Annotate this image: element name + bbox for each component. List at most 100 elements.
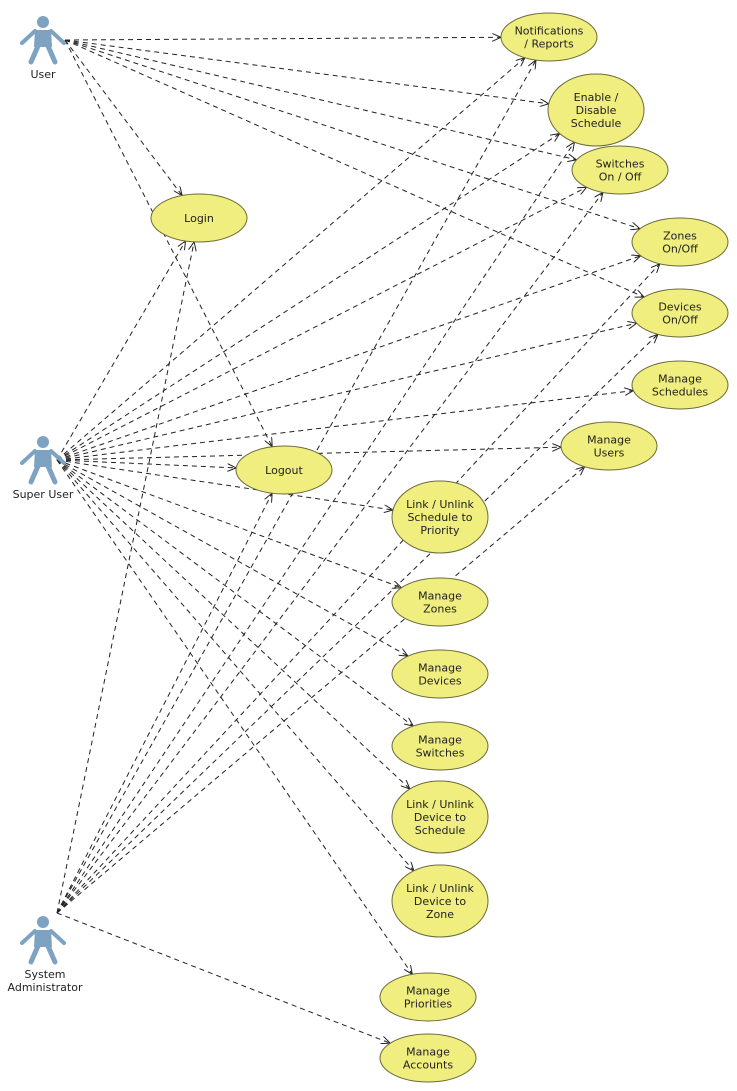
usecase-label: Manage bbox=[406, 1046, 450, 1059]
usecase-label: Manage bbox=[587, 434, 631, 447]
usecase-label: Manage bbox=[658, 373, 702, 386]
usecase-ellipse bbox=[391, 864, 489, 938]
usecase-ellipse bbox=[391, 721, 489, 771]
actor-figure-icon bbox=[20, 16, 66, 65]
association-super-notif bbox=[56, 58, 525, 461]
associations-layer bbox=[56, 37, 660, 1043]
usecase-ellipse bbox=[560, 421, 658, 471]
association-admin-zones_onoff bbox=[56, 264, 660, 914]
usecase-label: Schedule to bbox=[407, 511, 472, 524]
usecase-login[interactable]: Login bbox=[150, 193, 248, 243]
usecase-label: Priority bbox=[420, 524, 460, 537]
usecase-label: Notifications bbox=[515, 25, 584, 38]
association-super-enable bbox=[56, 134, 560, 461]
usecase-label: Enable / bbox=[574, 91, 619, 104]
usecase-ellipse bbox=[391, 577, 489, 627]
usecase-label: Disable bbox=[576, 104, 617, 117]
association-super-link_sched_prio bbox=[56, 459, 393, 510]
actor-super[interactable]: Super User bbox=[13, 436, 74, 501]
usecase-label: Schedule bbox=[415, 824, 466, 837]
usecase-label: Logout bbox=[265, 464, 303, 477]
actor-label: Super User bbox=[13, 488, 74, 501]
usecase-label: Link / Unlink bbox=[406, 498, 474, 511]
usecase-label: Devices bbox=[658, 301, 702, 314]
usecase-logout[interactable]: Logout bbox=[235, 445, 333, 495]
actor-user[interactable]: User bbox=[20, 16, 66, 81]
usecase-ellipse bbox=[391, 780, 489, 854]
usecase-ellipse bbox=[150, 193, 248, 243]
association-user-login bbox=[64, 39, 182, 196]
usecase-notif[interactable]: Notifications/ Reports bbox=[500, 12, 598, 62]
usecase-label: Schedule bbox=[571, 117, 622, 130]
usecase-label: Switches bbox=[416, 747, 465, 760]
association-admin-login bbox=[56, 242, 194, 914]
usecase-ellipse bbox=[547, 73, 645, 147]
association-super-manage_priorities bbox=[56, 459, 412, 974]
actor-label: System bbox=[24, 968, 65, 981]
actor-figure-icon bbox=[20, 436, 66, 485]
usecase-label: Link / Unlink bbox=[406, 798, 474, 811]
usecase-label: On / Off bbox=[599, 171, 642, 184]
usecase-label: Zones bbox=[663, 230, 697, 243]
usecase-label: Switches bbox=[596, 158, 645, 171]
association-user-notif bbox=[64, 37, 501, 40]
usecase-label: On/Off bbox=[662, 243, 698, 256]
association-super-login bbox=[56, 241, 186, 461]
usecase-label: Priorities bbox=[404, 998, 452, 1011]
usecase-label: Login bbox=[184, 212, 214, 225]
association-user-zones_onoff bbox=[64, 39, 640, 229]
usecase-label: Link / Unlink bbox=[406, 882, 474, 895]
usecase-ellipse bbox=[235, 445, 333, 495]
association-super-manage_zones bbox=[56, 459, 401, 588]
usecase-ellipse bbox=[631, 288, 729, 338]
usecase-ellipse bbox=[391, 480, 489, 554]
usecase-label: Manage bbox=[406, 985, 450, 998]
usecase-ellipse bbox=[631, 217, 729, 267]
association-admin-manage_users bbox=[56, 467, 585, 914]
usecase-label: Manage bbox=[418, 590, 462, 603]
usecase-label: On/Off bbox=[662, 314, 698, 327]
usecase-label: Zone bbox=[426, 908, 454, 921]
association-super-link_dev_zone bbox=[56, 459, 414, 871]
association-user-switches bbox=[64, 39, 577, 160]
association-user-logout bbox=[64, 39, 272, 447]
association-admin-logout bbox=[56, 493, 272, 914]
association-admin-manage_accounts bbox=[56, 912, 390, 1043]
usecase-label: Accounts bbox=[403, 1059, 453, 1072]
usecase-label: Manage bbox=[418, 734, 462, 747]
association-user-devices_onoff bbox=[64, 39, 644, 297]
usecase-ellipse bbox=[391, 649, 489, 699]
usecase-ellipse bbox=[379, 1033, 477, 1083]
usecase-label: Device to bbox=[414, 811, 466, 824]
actor-label: Administrator bbox=[8, 981, 83, 994]
usecase-label: Device to bbox=[414, 895, 466, 908]
association-super-zones_onoff bbox=[56, 256, 641, 461]
actor-label: User bbox=[30, 68, 56, 81]
association-super-switches bbox=[56, 187, 587, 461]
usecase-ellipse bbox=[500, 12, 598, 62]
association-super-manage_devices bbox=[56, 459, 408, 656]
usecase-label: / Reports bbox=[524, 38, 574, 51]
association-admin-switches bbox=[56, 192, 603, 914]
association-admin-enable bbox=[56, 142, 574, 914]
actor-figure-icon bbox=[20, 916, 66, 965]
usecase-label: Zones bbox=[423, 603, 457, 616]
association-user-enable bbox=[64, 39, 549, 104]
